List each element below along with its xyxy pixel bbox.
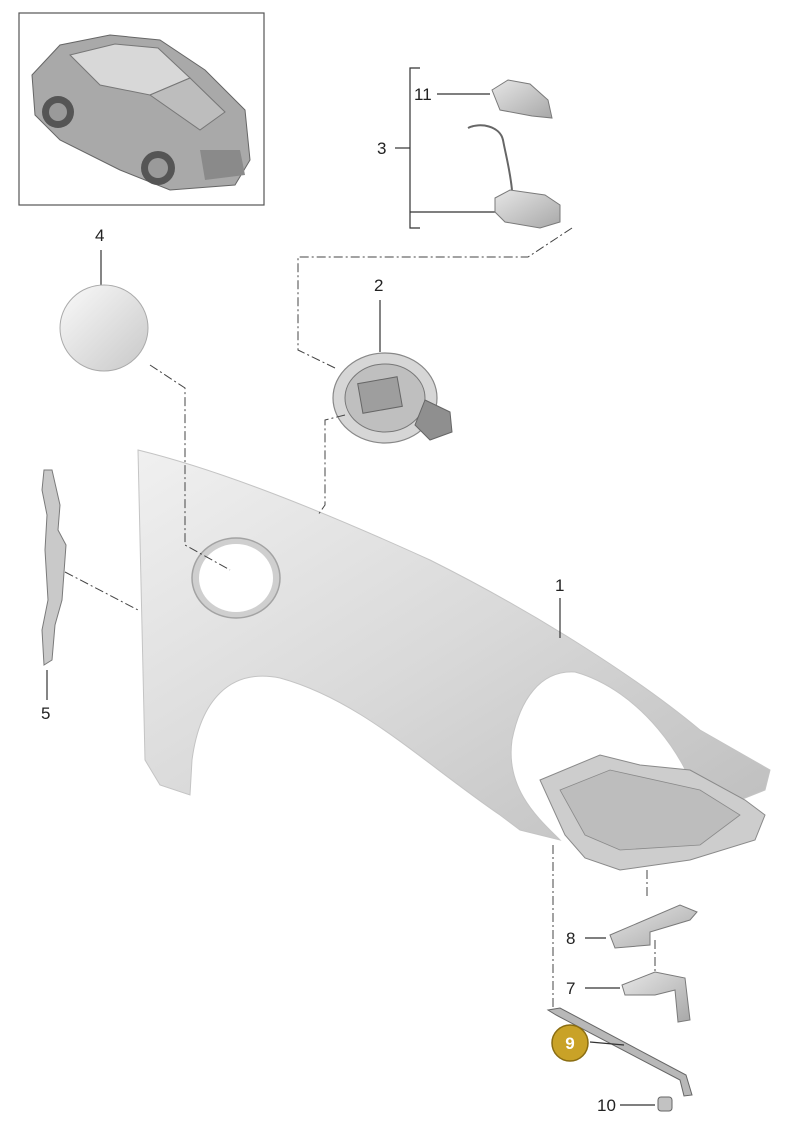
part-1-fender: 1 bbox=[137, 449, 771, 871]
part-8-bracket: 8 bbox=[566, 904, 698, 949]
part-3-actuator bbox=[494, 189, 561, 229]
part-2-filler-housing: 2 bbox=[332, 276, 453, 444]
callout-1[interactable]: 1 bbox=[555, 576, 564, 595]
callout-7[interactable]: 7 bbox=[566, 979, 575, 998]
callout-8[interactable]: 8 bbox=[566, 929, 575, 948]
callout-5[interactable]: 5 bbox=[41, 704, 50, 723]
callout-11[interactable]: 11 bbox=[414, 85, 432, 104]
assembly-lines bbox=[64, 227, 656, 1010]
callout-9[interactable]: 9 bbox=[565, 1034, 574, 1053]
part-3-group: 3 11 bbox=[377, 67, 561, 229]
vehicle-thumbnail bbox=[18, 12, 265, 206]
part-4-fuel-door-cap: 4 bbox=[59, 226, 149, 372]
part-3-cable bbox=[467, 124, 513, 191]
part-10-clip: 10 bbox=[597, 1096, 673, 1115]
part-7-bracket: 7 bbox=[566, 971, 691, 1023]
callout-9-badge[interactable]: 9 bbox=[551, 1024, 589, 1062]
callout-10[interactable]: 10 bbox=[597, 1096, 616, 1115]
callout-4[interactable]: 4 bbox=[95, 226, 104, 245]
part-5-bracket: 5 bbox=[41, 469, 67, 723]
callout-3[interactable]: 3 bbox=[377, 139, 386, 158]
callout-2[interactable]: 2 bbox=[374, 276, 383, 295]
badge-circle bbox=[551, 1024, 589, 1062]
part-11-housing bbox=[491, 79, 553, 119]
car-icon bbox=[31, 34, 251, 191]
